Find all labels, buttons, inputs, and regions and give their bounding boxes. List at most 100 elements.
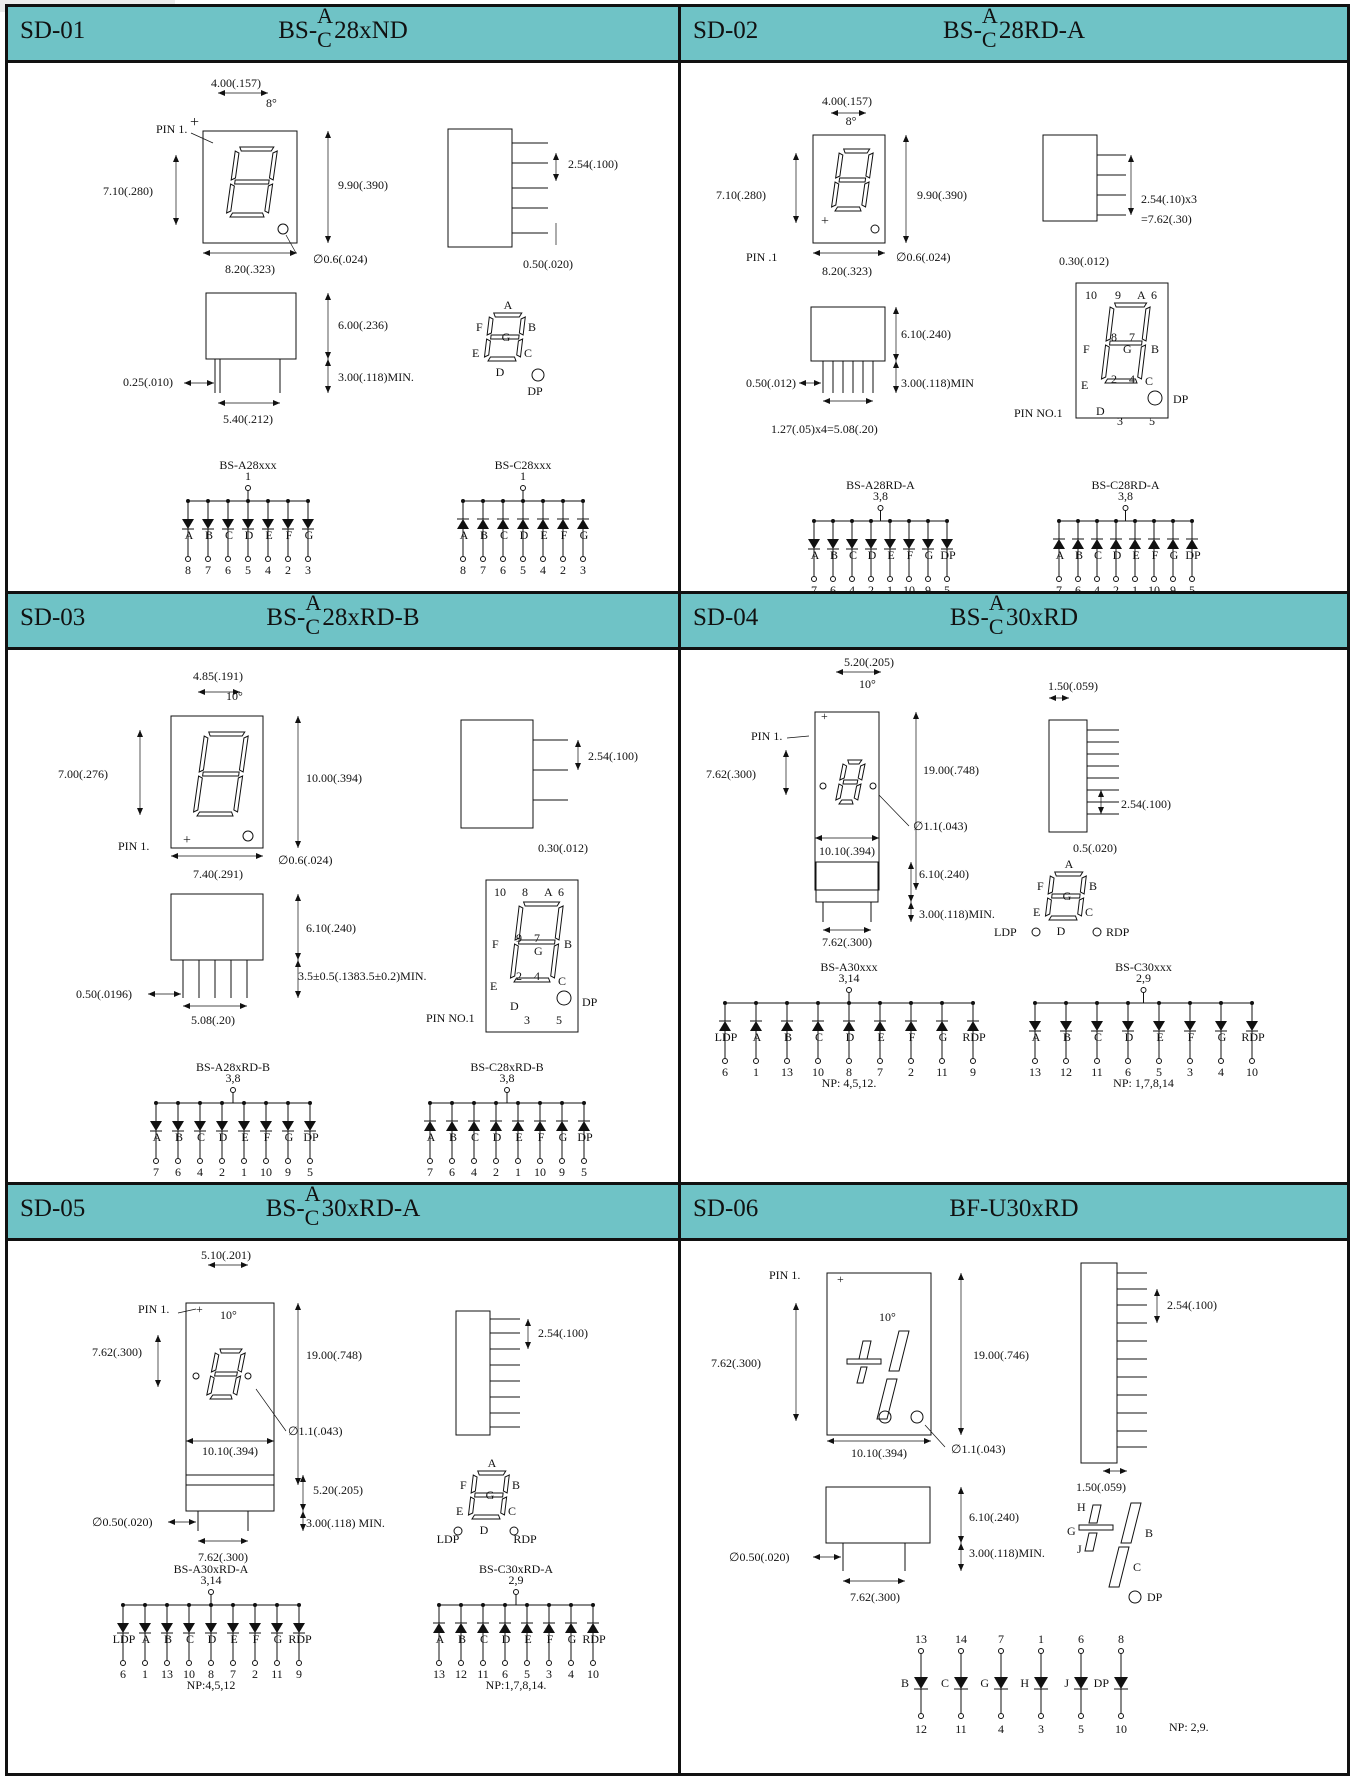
legend-digit-segment-C [500,1496,508,1516]
arrow-head [240,1003,247,1009]
diode-symbol [1053,539,1065,549]
pin-terminal [908,1058,914,1064]
diode-symbol [499,1623,511,1633]
legend-digit-segment-E [1044,897,1052,917]
pin-number: 5 [944,583,950,594]
arrow-head [168,1519,175,1525]
diode-symbol [1215,1021,1227,1031]
pin-number: 5 [1189,583,1195,594]
pin-terminal [175,1158,181,1164]
display-digit-segment-C [853,783,862,801]
arrow-head [171,853,178,859]
arrow-head [525,1319,531,1326]
diode-symbol [781,1021,793,1031]
arrow-head [1049,695,1056,701]
dim-lead-length: 3.00(.118)MIN. [919,907,995,921]
pinout-body [1075,282,1169,419]
leader [786,735,810,739]
dim-side-width: 1.50(.059) [1048,679,1098,693]
pin-number: 12 [455,1667,467,1681]
arrow-head [295,1303,301,1310]
pinout-digit-segment-G [1108,340,1143,346]
arrow-head [208,1262,215,1268]
leader [878,794,910,827]
pin-terminal [504,1087,510,1093]
pin-terminal [722,1058,728,1064]
pin-number: 13 [781,1065,793,1079]
circuit-a-common-pin: 3,8 [873,489,888,503]
display-digit-segment-A [208,731,246,737]
segment-label: G [580,528,589,542]
arrow-head [295,841,301,848]
arrow-head [325,359,331,366]
segment-label: C [500,528,508,542]
display-digit-segment-E [225,183,235,214]
segment-label: D [1125,1030,1134,1044]
pin-number: 9 [285,1165,291,1179]
dim-row-spacing: 1.27(.05)x4=5.08(.20) [771,422,878,436]
circuit-a-np-note: NP: 4,5,12. [822,1076,877,1090]
seg-label-G: G [502,330,511,344]
display-digit-segment-D [209,1394,233,1400]
pin-terminal [580,556,586,562]
segment-label: E [515,1130,522,1144]
pinmap-label: 5 [556,1013,562,1027]
arrow-head [300,1524,306,1531]
diode-bottom-pin: 10 [1115,1722,1127,1736]
pin-number: 10 [534,1165,546,1179]
front-view-body [810,306,886,362]
display-digit-segment-A [847,759,863,765]
pinout-digit-segment-C [1137,344,1147,380]
diode-symbol [205,1623,217,1633]
segment-label: E [1156,1030,1163,1044]
diode-symbol [1129,539,1141,549]
pin-number: 9 [970,1065,976,1079]
dim-lead-width: ∅0.50(.020) [729,1550,789,1564]
spec-cell-sd-06: SD-06 BF-U30xRD +PIN 1.10°7.62(.300)19.0… [678,1182,1350,1776]
seg-label-C: C [1133,1560,1141,1574]
pin-terminal [958,1713,964,1719]
arrow-head [783,750,789,757]
rdp-label: RDP [513,1532,537,1546]
circuit-a-common-pin: 3,14 [839,971,860,985]
diode-symbol [202,519,214,529]
arrow-head [831,110,838,116]
seg-label-F: F [492,937,499,951]
diode-symbol [172,1121,184,1131]
pin1-mark: + [821,709,828,723]
pin1-mark: + [821,214,829,229]
pinmap-label: 6 [1151,288,1157,302]
pinout-digit-segment-B [554,905,564,941]
display-digit-segment-G [838,177,867,183]
pin-terminal [225,556,231,562]
diode-symbol [557,519,569,529]
arrow-head [184,380,191,386]
diode-symbol [1167,539,1179,549]
pin-number: 7 [427,1165,433,1179]
side-view-body [460,719,534,829]
pin-number: 5 [520,563,526,577]
diode-symbol [1153,1021,1165,1031]
segment-label: C [197,1130,205,1144]
dim-height: 7.10(.280) [716,188,766,202]
diode-symbol [534,1121,546,1131]
arrow-head [823,927,830,933]
segment-label: G [568,1632,577,1646]
pin-number: 6 [500,563,506,577]
diode-symbol [543,1623,555,1633]
diode-symbol [1122,1021,1134,1031]
pinout-body [485,879,579,1033]
legend-digit-segment-F [486,316,494,336]
pin-number: 2 [1113,583,1119,594]
seg-label-G: G [486,1488,495,1502]
leader [285,234,297,254]
pinout-digit-segment-D [513,977,551,983]
pinmap-label: 8 [1111,330,1117,344]
arrow-head [843,1578,850,1584]
diode-symbol [117,1623,129,1633]
diode-symbol [1186,539,1198,549]
pin-label: PIN 1. [138,1302,169,1316]
